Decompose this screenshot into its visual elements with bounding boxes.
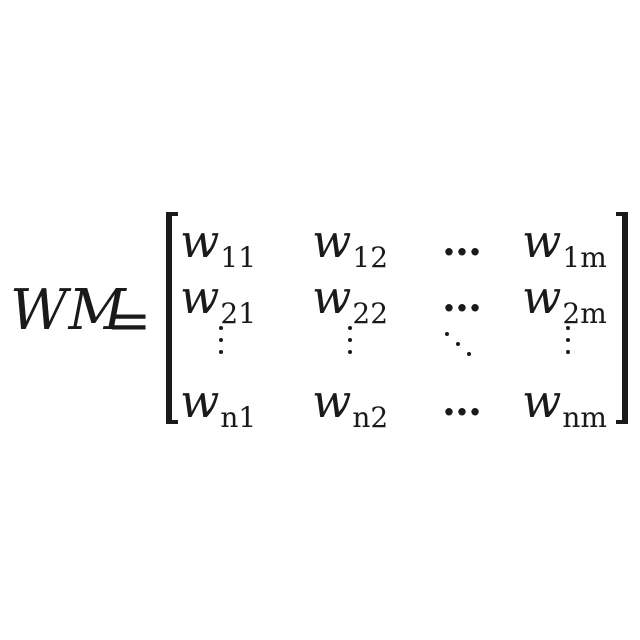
matrix-cell-2-1: w21 — [180, 274, 256, 320]
matrix-cell-4-4: wnm — [522, 378, 607, 424]
matrix-cell-1-1: w11 — [180, 218, 256, 264]
matrix-cell-3-3 — [445, 332, 479, 360]
matrix-cell-2-4: w2m — [522, 274, 607, 320]
matrix-cell-4-1: wn1 — [180, 378, 256, 424]
matrix-cell-1-4: w1m — [522, 218, 607, 264]
right-bracket — [616, 212, 628, 424]
matrix-cell-2-3: … — [442, 278, 478, 318]
matrix-cell-1-3: … — [442, 222, 478, 262]
matrix-cell-3-2 — [348, 326, 354, 360]
matrix-cell-1-2: w12 — [312, 218, 388, 264]
matrix-cell-4-3: … — [442, 382, 478, 422]
left-bracket — [166, 212, 178, 424]
matrix-cell-2-2: w22 — [312, 274, 388, 320]
matrix-cell-3-1 — [219, 326, 225, 360]
matrix-cell-3-4 — [566, 326, 572, 360]
equals-sign: = — [106, 294, 151, 348]
matrix-cell-4-2: wn2 — [312, 378, 388, 424]
